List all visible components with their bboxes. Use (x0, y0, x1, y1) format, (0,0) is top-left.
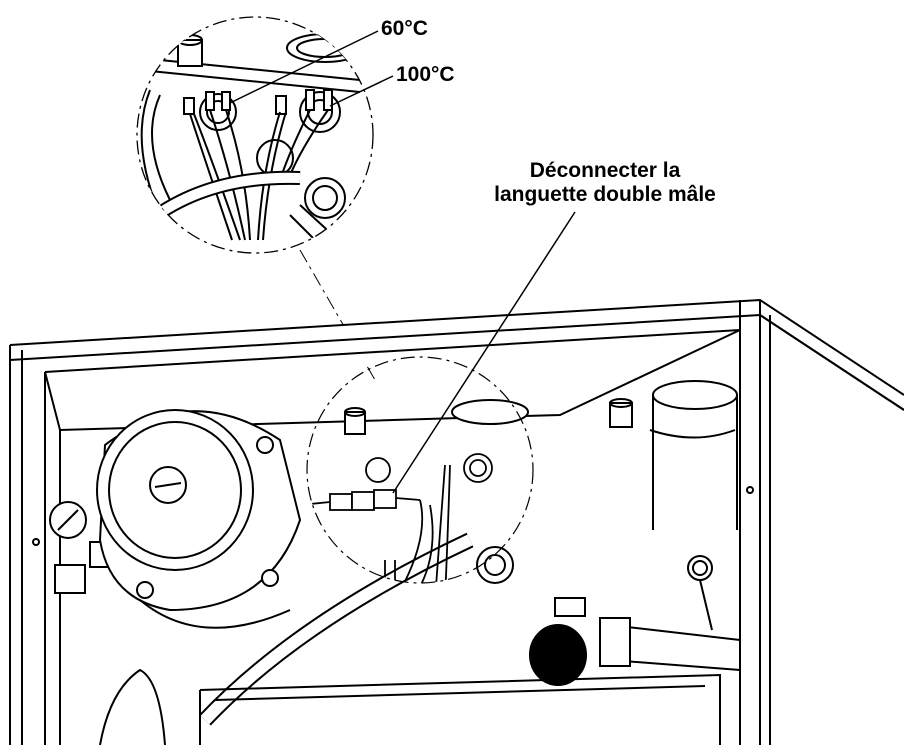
projection-line-left (299, 249, 376, 381)
label-100c: 100°C (396, 63, 455, 86)
detail-magnifier (136, 16, 394, 254)
label-60c: 60°C (381, 17, 428, 40)
pump (96, 409, 302, 629)
label-disconnect-line2: languette double mâle (494, 183, 716, 206)
boiler-body (9, 298, 904, 745)
leader-60 (229, 30, 379, 104)
label-disconnect-tab: Déconnecter la languette double mâle (455, 159, 755, 207)
detail-zone (306, 356, 534, 584)
leader-disconnect (392, 211, 576, 494)
leader-100 (329, 75, 394, 107)
label-disconnect-line1: Déconnecter la (529, 159, 681, 182)
